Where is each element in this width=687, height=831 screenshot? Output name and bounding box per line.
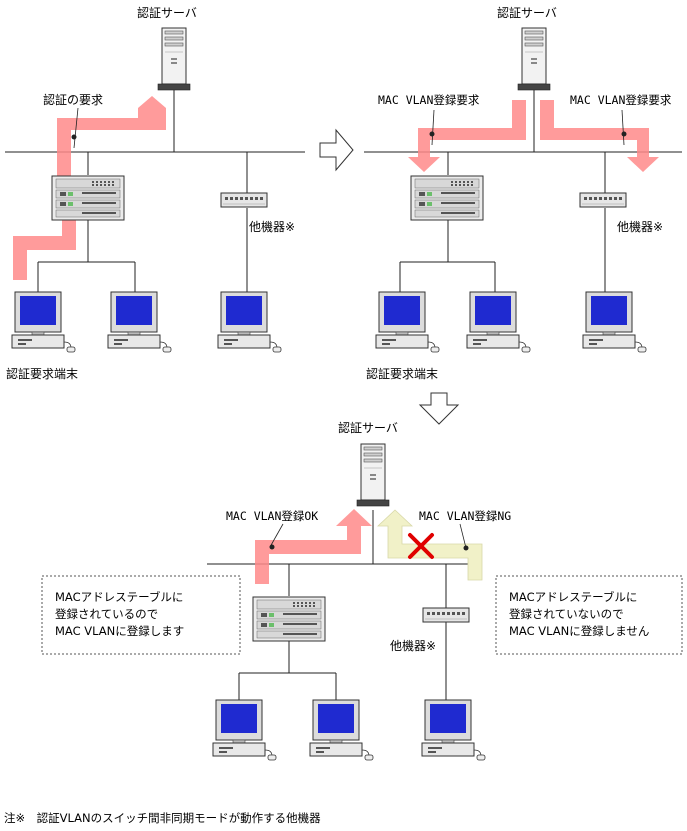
reg-ok-arrow bbox=[255, 509, 372, 584]
requesting-terminal-label: 認証要求端末 bbox=[366, 366, 438, 381]
auth-request-arrow bbox=[13, 96, 166, 280]
switch-icon bbox=[410, 175, 484, 221]
panel-registration-request: 認証サーバ MAC VLAN登録要求 MAC VLAN登録要求 他機器※ 認証要… bbox=[364, 5, 682, 381]
panel-initial-request: 認証サーバ 認証の要求 他機器※ 認証要求端末 bbox=[5, 5, 305, 381]
other-device-label: 他機器※ bbox=[249, 219, 295, 234]
not-registered-note-line1: MACアドレステーブルに bbox=[509, 590, 637, 604]
flow-right-arrow bbox=[319, 128, 354, 172]
registered-note-line3: MAC VLANに登録します bbox=[55, 624, 184, 638]
small-switch-icon bbox=[579, 192, 627, 208]
not-registered-note-line2: 登録されていないので bbox=[509, 607, 624, 621]
terminal-icon bbox=[11, 291, 76, 353]
registered-note-line2: 登録されているので bbox=[55, 607, 158, 621]
terminal-icon bbox=[375, 291, 440, 353]
terminal-icon bbox=[212, 699, 277, 761]
terminal-icon bbox=[421, 699, 486, 761]
server-icon bbox=[517, 27, 551, 91]
terminal-icon bbox=[107, 291, 172, 353]
switch-icon bbox=[252, 596, 326, 642]
reg-request-right-arrow bbox=[540, 100, 659, 172]
auth-request-label: 認証の要求 bbox=[43, 92, 103, 107]
small-switch-icon bbox=[422, 607, 470, 623]
reg-ng-arrow bbox=[376, 509, 483, 581]
terminal-icon bbox=[466, 291, 531, 353]
server-icon bbox=[356, 443, 390, 507]
other-device-label: 他機器※ bbox=[617, 219, 663, 234]
registered-note-line1: MACアドレステーブルに bbox=[55, 590, 183, 604]
x-mark-icon bbox=[408, 533, 434, 559]
terminal-icon bbox=[309, 699, 374, 761]
other-device-label: 他機器※ bbox=[390, 638, 436, 653]
reg-request-label-right: MAC VLAN登録要求 bbox=[570, 93, 672, 107]
auth-server-label: 認証サーバ bbox=[338, 420, 398, 435]
terminal-icon bbox=[582, 291, 647, 353]
reg-request-label-left: MAC VLAN登録要求 bbox=[378, 93, 480, 107]
reg-request-left-arrow bbox=[408, 100, 526, 172]
small-switch-icon bbox=[220, 192, 268, 208]
auth-server-label: 認証サーバ bbox=[497, 5, 557, 20]
server-icon bbox=[157, 27, 191, 91]
reg-ok-label: MAC VLAN登録OK bbox=[226, 509, 318, 523]
terminal-icon bbox=[217, 291, 282, 353]
footnote: 注※ 認証VLANのスイッチ間非同期モードが動作する他機器 bbox=[4, 811, 321, 825]
requesting-terminal-label: 認証要求端末 bbox=[6, 366, 78, 381]
not-registered-note-box bbox=[495, 575, 683, 655]
auth-server-label: 認証サーバ bbox=[137, 5, 197, 20]
registered-note-box bbox=[41, 575, 241, 655]
panel-registration-result: MACアドレステーブルに 登録されているので MAC VLANに登録します MA… bbox=[41, 420, 683, 761]
switch-icon bbox=[51, 175, 125, 221]
not-registered-note-line3: MAC VLANに登録しません bbox=[509, 624, 649, 638]
flow-down-arrow bbox=[418, 392, 460, 425]
reg-ng-label: MAC VLAN登録NG bbox=[419, 509, 511, 523]
